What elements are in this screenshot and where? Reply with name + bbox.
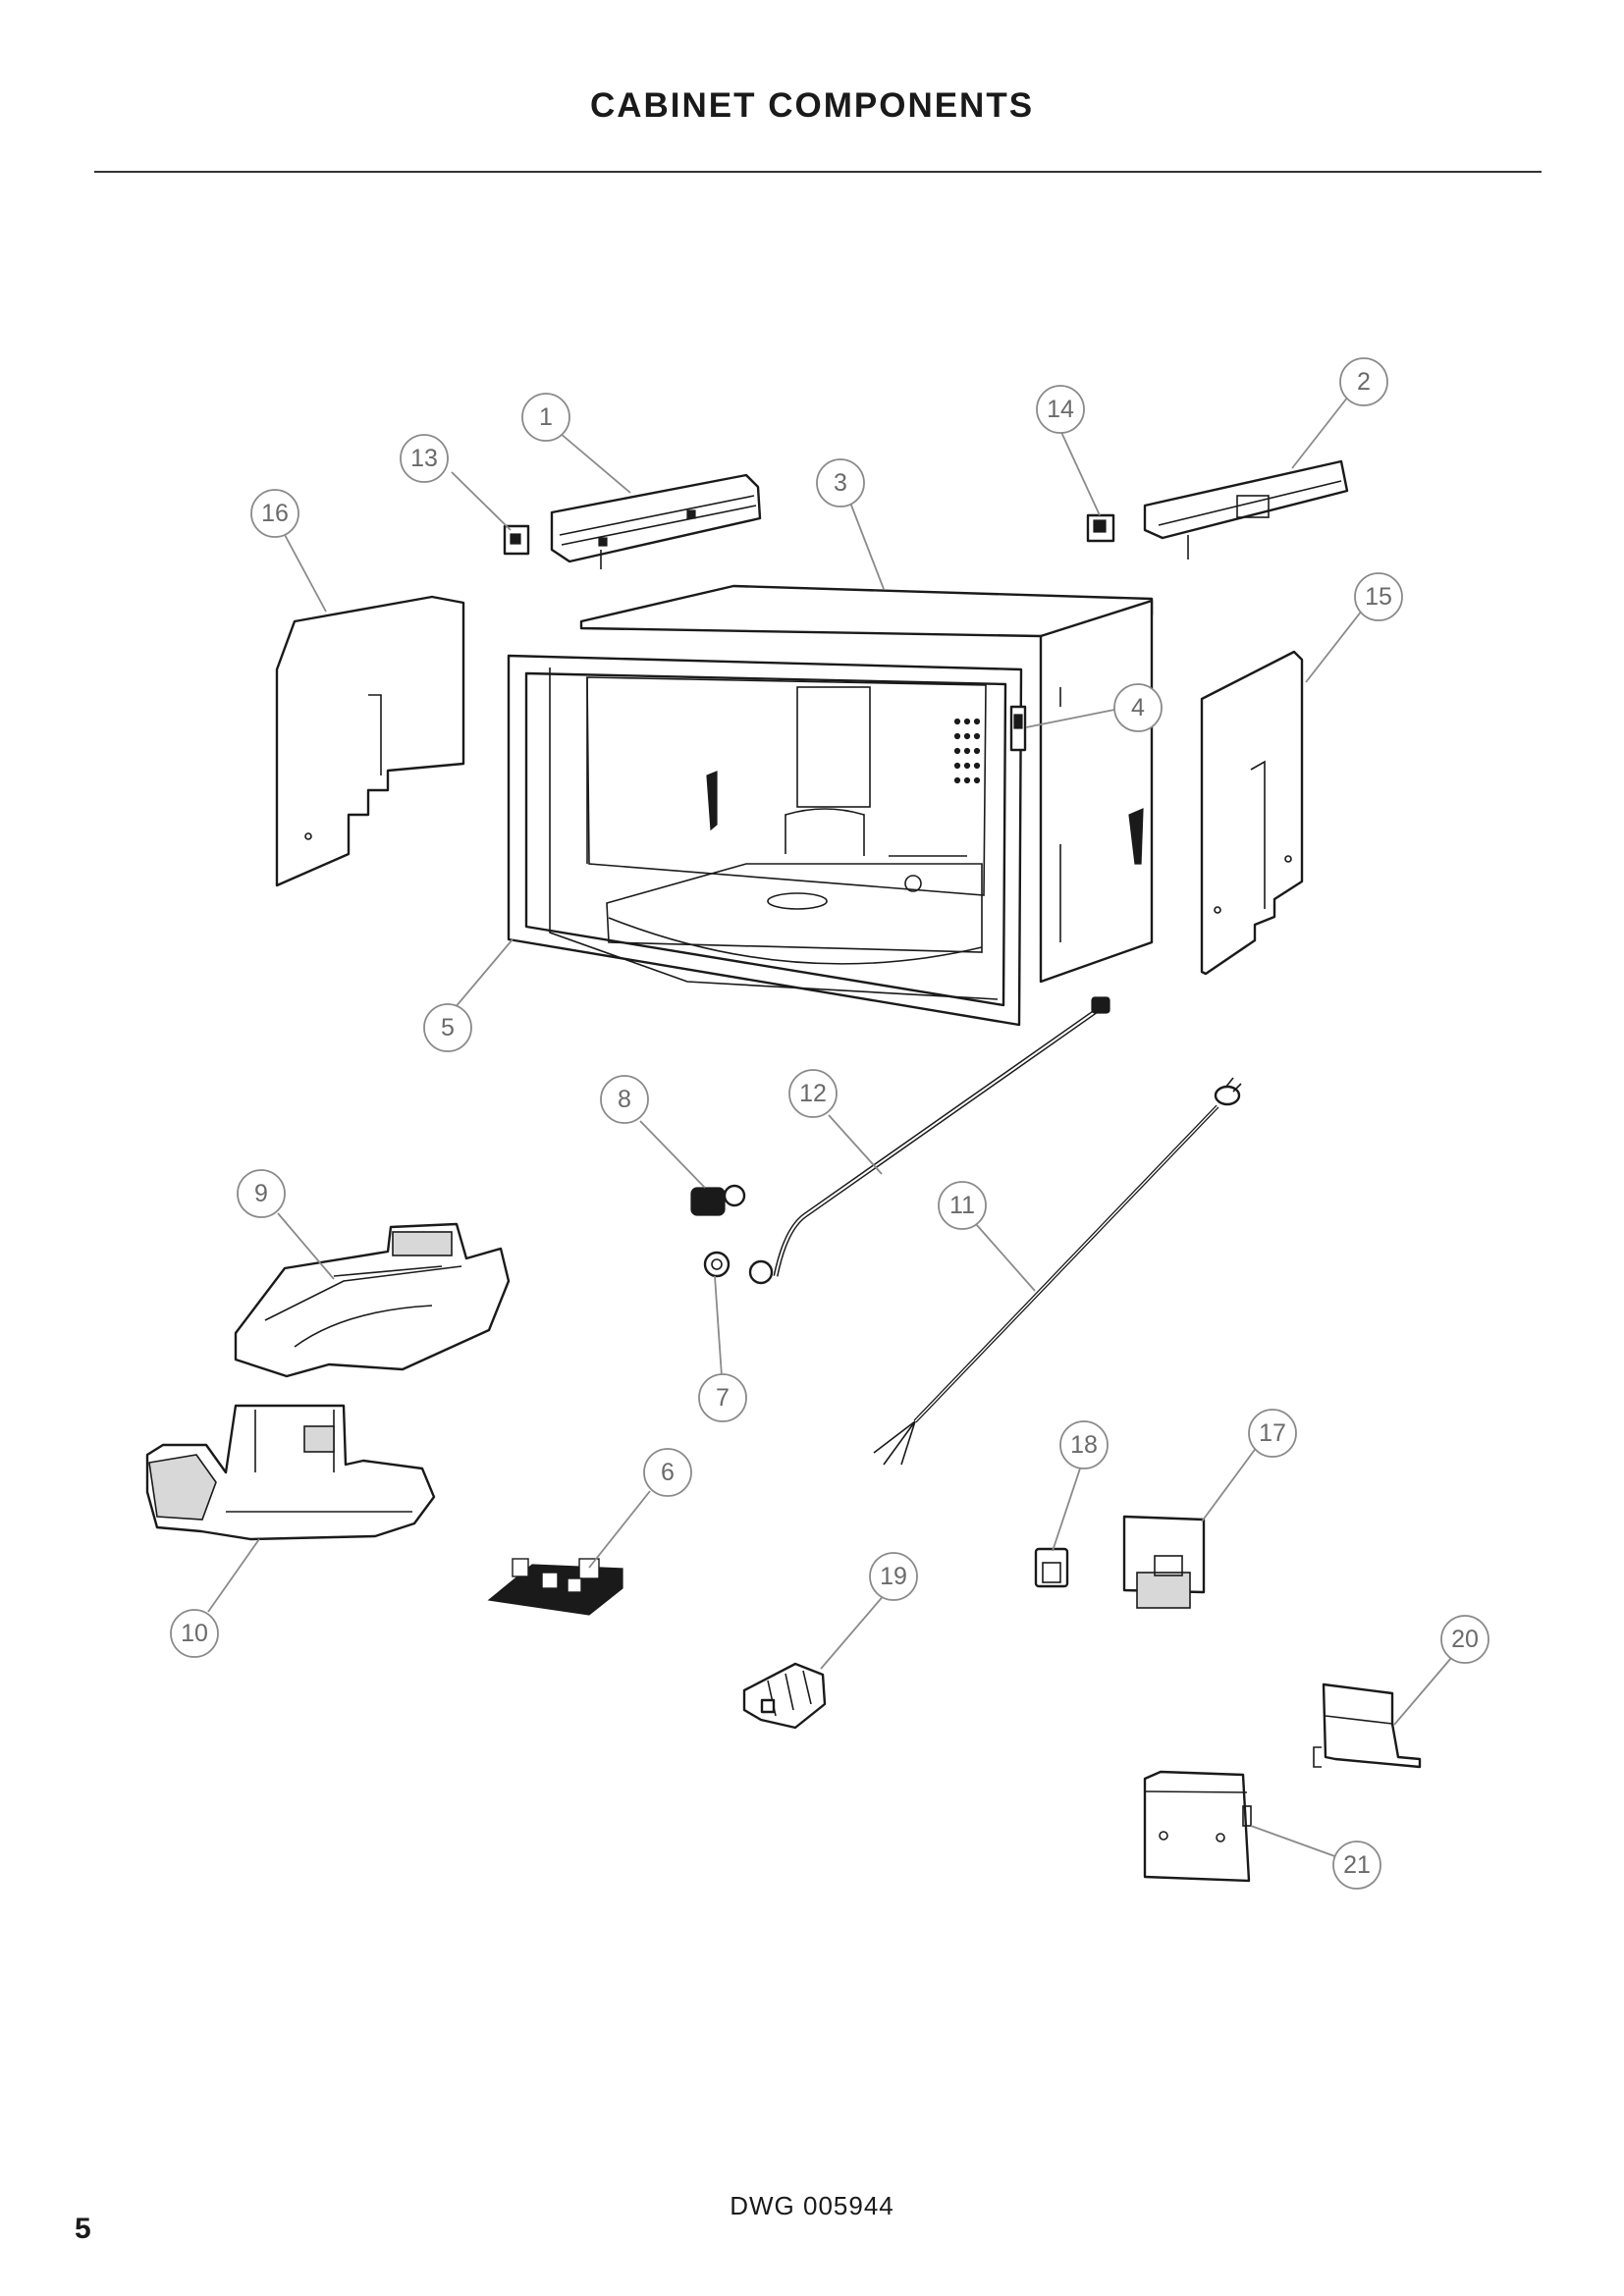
part-18-bracket — [1034, 1547, 1069, 1588]
callout-3: 3 — [816, 458, 865, 507]
svg-text:12: 12 — [799, 1080, 827, 1107]
part-cabinet — [507, 584, 1154, 1027]
svg-text:17: 17 — [1259, 1419, 1286, 1447]
callout-6: 6 — [643, 1448, 692, 1497]
callout-14: 14 — [1036, 385, 1085, 434]
part-20-plate — [1313, 1682, 1422, 1769]
callout-20: 20 — [1440, 1615, 1489, 1664]
callout-19: 19 — [869, 1552, 918, 1601]
callout-17: 17 — [1248, 1409, 1297, 1458]
part-14-clip — [1086, 513, 1115, 543]
svg-text:11: 11 — [949, 1192, 975, 1219]
part-front-frame — [549, 667, 999, 1000]
part-13-clip — [503, 524, 530, 556]
callout-21: 21 — [1332, 1841, 1381, 1890]
svg-text:14: 14 — [1047, 396, 1074, 423]
page-title: CABINET COMPONENTS — [589, 86, 1035, 125]
part-12-hose — [748, 996, 1110, 1285]
svg-text:3: 3 — [834, 469, 847, 497]
callout-7: 7 — [698, 1373, 747, 1422]
part-4-latch — [1009, 705, 1027, 752]
part-left-rail — [550, 473, 762, 569]
svg-text:8: 8 — [618, 1086, 631, 1113]
svg-text:6: 6 — [661, 1459, 675, 1486]
svg-text:13: 13 — [410, 445, 438, 472]
part-9-base-upper — [234, 1222, 511, 1378]
svg-text:9: 9 — [254, 1180, 268, 1207]
callout-13: 13 — [400, 434, 449, 483]
part-right-rail — [1143, 459, 1349, 560]
svg-text:1: 1 — [539, 403, 553, 431]
callout-5: 5 — [423, 1003, 472, 1052]
svg-text:4: 4 — [1131, 694, 1145, 721]
callout-18: 18 — [1059, 1420, 1109, 1469]
callout-10: 10 — [170, 1609, 219, 1658]
svg-text:15: 15 — [1365, 583, 1392, 611]
svg-text:20: 20 — [1451, 1626, 1479, 1653]
svg-text:18: 18 — [1070, 1431, 1098, 1459]
title-divider — [94, 171, 1542, 173]
page-number: 5 — [75, 2213, 91, 2245]
callout-15: 15 — [1354, 572, 1403, 621]
part-8-connector — [690, 1184, 746, 1216]
svg-text:2: 2 — [1357, 368, 1371, 396]
svg-text:19: 19 — [880, 1563, 907, 1590]
part-11-power-cord — [873, 1077, 1242, 1466]
part-21-enclosure — [1143, 1770, 1252, 1883]
part-right-panel — [1200, 650, 1304, 976]
svg-text:16: 16 — [261, 500, 289, 527]
drawing-number: DWG 005944 — [730, 2191, 894, 2220]
callout-1: 1 — [521, 393, 570, 442]
callout-11: 11 — [938, 1181, 987, 1230]
part-left-panel — [275, 595, 465, 887]
part-7-fitting — [703, 1251, 731, 1278]
callout-12: 12 — [788, 1069, 838, 1118]
part-17-module — [1122, 1515, 1206, 1609]
callout-9: 9 — [237, 1169, 286, 1218]
leader-lines — [207, 396, 1452, 1859]
part-10-base-lower — [145, 1404, 436, 1541]
callout-8: 8 — [600, 1075, 649, 1124]
svg-text:21: 21 — [1343, 1851, 1371, 1879]
callout-4: 4 — [1113, 683, 1163, 732]
svg-text:7: 7 — [716, 1384, 730, 1412]
callout-16: 16 — [250, 489, 299, 538]
callout-2: 2 — [1339, 357, 1388, 406]
svg-text:10: 10 — [181, 1620, 208, 1647]
svg-text:5: 5 — [441, 1014, 455, 1041]
part-19-terminal-block — [742, 1662, 827, 1730]
part-6-control-board — [487, 1558, 623, 1616]
